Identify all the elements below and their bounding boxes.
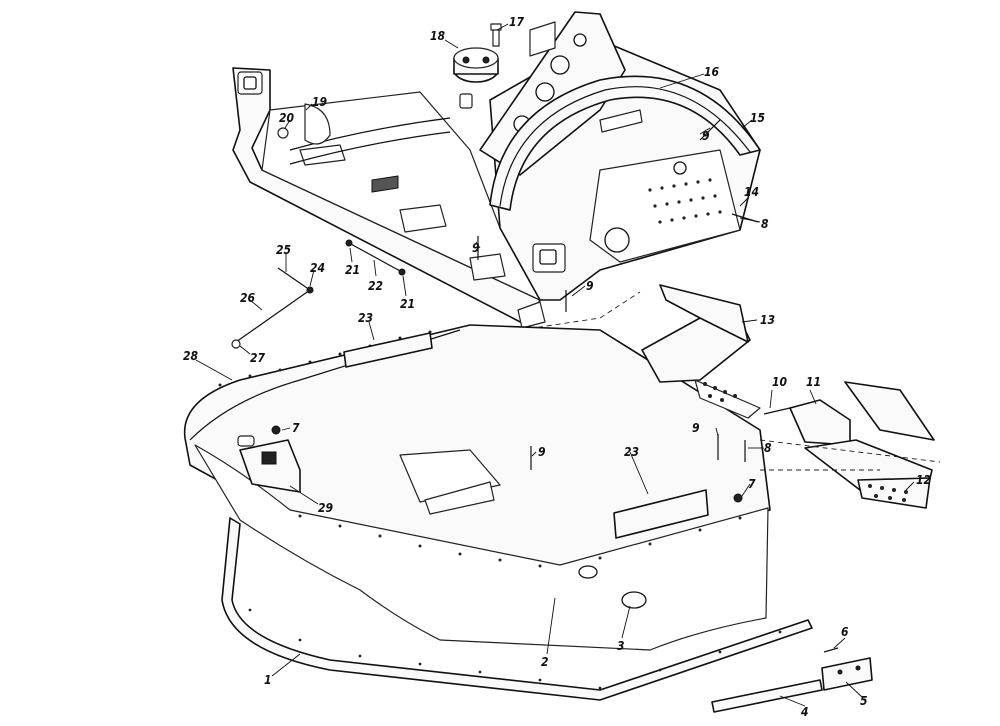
- callout-8a: 8: [761, 217, 769, 231]
- callout-14: 14: [744, 185, 759, 199]
- callout-7a: 7: [292, 421, 300, 435]
- bumper-hardware: [711, 647, 873, 713]
- side-panel: [641, 284, 761, 419]
- callout-4: 4: [801, 705, 809, 719]
- callout-22: 22: [368, 279, 383, 293]
- callout-24: 24: [310, 261, 325, 275]
- leader-lines: [195, 23, 915, 707]
- bumper: [221, 517, 813, 701]
- trim-strip-top: [343, 332, 433, 368]
- callout-3: 3: [617, 639, 625, 653]
- callout-8b: 8: [764, 441, 772, 455]
- belly-pan: [183, 324, 771, 651]
- callout-19: 19: [312, 95, 328, 109]
- callout-labels: 1 2 3 4 5 6 7 7 8 8 9 9 9 9 9 10 11 12 1…: [183, 15, 931, 719]
- callout-17: 17: [509, 15, 525, 29]
- callout-21b: 21: [400, 297, 415, 311]
- callout-5: 5: [860, 694, 868, 708]
- callout-23b: 23: [624, 445, 639, 459]
- callout-9a: 9: [702, 129, 710, 143]
- callout-20: 20: [279, 111, 295, 125]
- rod-assembly: [345, 239, 406, 276]
- callout-12: 12: [916, 473, 931, 487]
- callout-15: 15: [750, 111, 765, 125]
- callout-29: 29: [318, 501, 334, 515]
- callout-23a: 23: [358, 311, 373, 325]
- callout-9b: 9: [472, 241, 480, 255]
- headlight-bracket: [237, 435, 301, 493]
- callout-1: 1: [264, 673, 272, 687]
- callout-6: 6: [841, 625, 849, 639]
- callout-9d: 9: [538, 445, 546, 459]
- callout-9c: 9: [586, 279, 594, 293]
- callout-10: 10: [772, 375, 788, 389]
- callout-9e: 9: [692, 421, 700, 435]
- fasteners: [271, 119, 791, 503]
- ignition-component: [453, 23, 502, 109]
- trim-strip-lower: [613, 489, 709, 539]
- callout-25: 25: [276, 243, 291, 257]
- callout-2: 2: [541, 655, 549, 669]
- callout-18: 18: [430, 29, 446, 43]
- callout-11: 11: [806, 375, 821, 389]
- callout-13: 13: [760, 313, 775, 327]
- callout-21a: 21: [345, 263, 360, 277]
- right-side-panel: [759, 381, 941, 509]
- chassis-frame: [232, 11, 761, 331]
- callout-26: 26: [240, 291, 256, 305]
- link-rod-assembly: [231, 267, 314, 349]
- callout-7b: 7: [748, 477, 756, 491]
- callout-27: 27: [250, 351, 266, 365]
- callout-28: 28: [183, 349, 199, 363]
- small-hardware-top: [277, 103, 331, 145]
- callout-16: 16: [704, 65, 720, 79]
